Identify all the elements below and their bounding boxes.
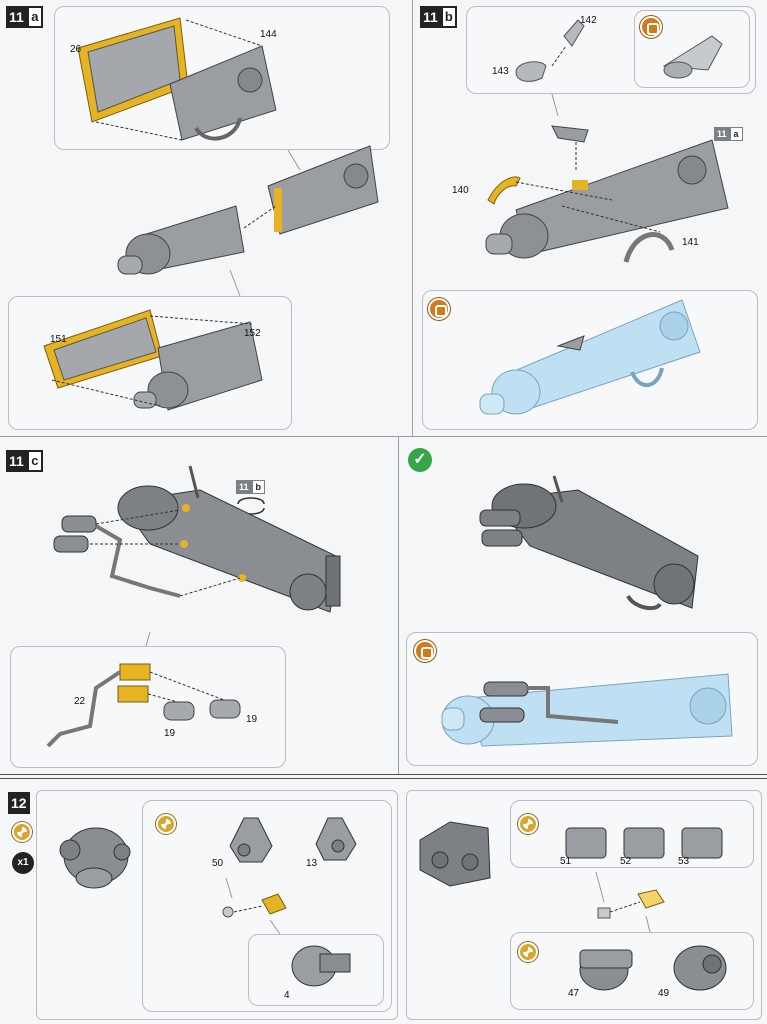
part-number-47: 47 (568, 988, 580, 999)
divider-horizontal-1 (0, 436, 767, 437)
check-icon: ✓ (408, 448, 432, 472)
part-number-53: 53 (678, 856, 690, 867)
part-number-143: 143 (492, 66, 509, 77)
drawing-11b (479, 19, 729, 415)
step-label-12: 12 (8, 792, 30, 814)
divider-horizontal-2 (0, 774, 767, 775)
part-number-19: 19 (246, 714, 258, 725)
paint-gold-icon (12, 822, 32, 842)
part-number-22: 22 (74, 696, 86, 707)
drawing-11c-complete (441, 475, 733, 747)
part-number-152: 152 (244, 328, 261, 339)
step-label-11c: 11 c (6, 450, 43, 472)
part-number-13: 13 (306, 858, 318, 869)
drawing-11c (46, 465, 341, 748)
part-number-151: 151 (50, 334, 67, 345)
reference-tag-11b: 11 b (236, 480, 266, 494)
part-number-51: 51 (560, 856, 572, 867)
finished-view-icon (428, 298, 450, 320)
part-number-141: 141 (682, 237, 699, 248)
part-number-49: 49 (658, 988, 670, 999)
divider-horizontal-3 (0, 778, 767, 779)
part-number-140: 140 (452, 185, 469, 196)
step-label-11a: 11 a (6, 6, 43, 28)
part-number-50: 50 (212, 858, 224, 869)
finished-view-icon (414, 640, 436, 662)
finished-view-icon (640, 16, 662, 38)
part-number-4: 4 (284, 990, 290, 1001)
paint-gold-icon (518, 942, 538, 962)
part-number-19: 19 (164, 728, 176, 739)
step-label-11b: 11 b (420, 6, 457, 28)
drawing-11a (43, 17, 379, 411)
quantity-badge: x1 (12, 852, 34, 874)
reference-tag-11a: 11 a (714, 127, 743, 141)
part-number-52: 52 (620, 856, 632, 867)
part-number-144: 144 (260, 29, 277, 40)
paint-gold-icon (518, 814, 538, 834)
paint-gold-icon (156, 814, 176, 834)
part-number-142: 142 (580, 15, 597, 26)
divider-vertical-top (412, 0, 413, 436)
divider-vertical-mid (398, 436, 399, 774)
drawing-12 (59, 817, 727, 991)
part-number-26: 26 (70, 44, 82, 55)
